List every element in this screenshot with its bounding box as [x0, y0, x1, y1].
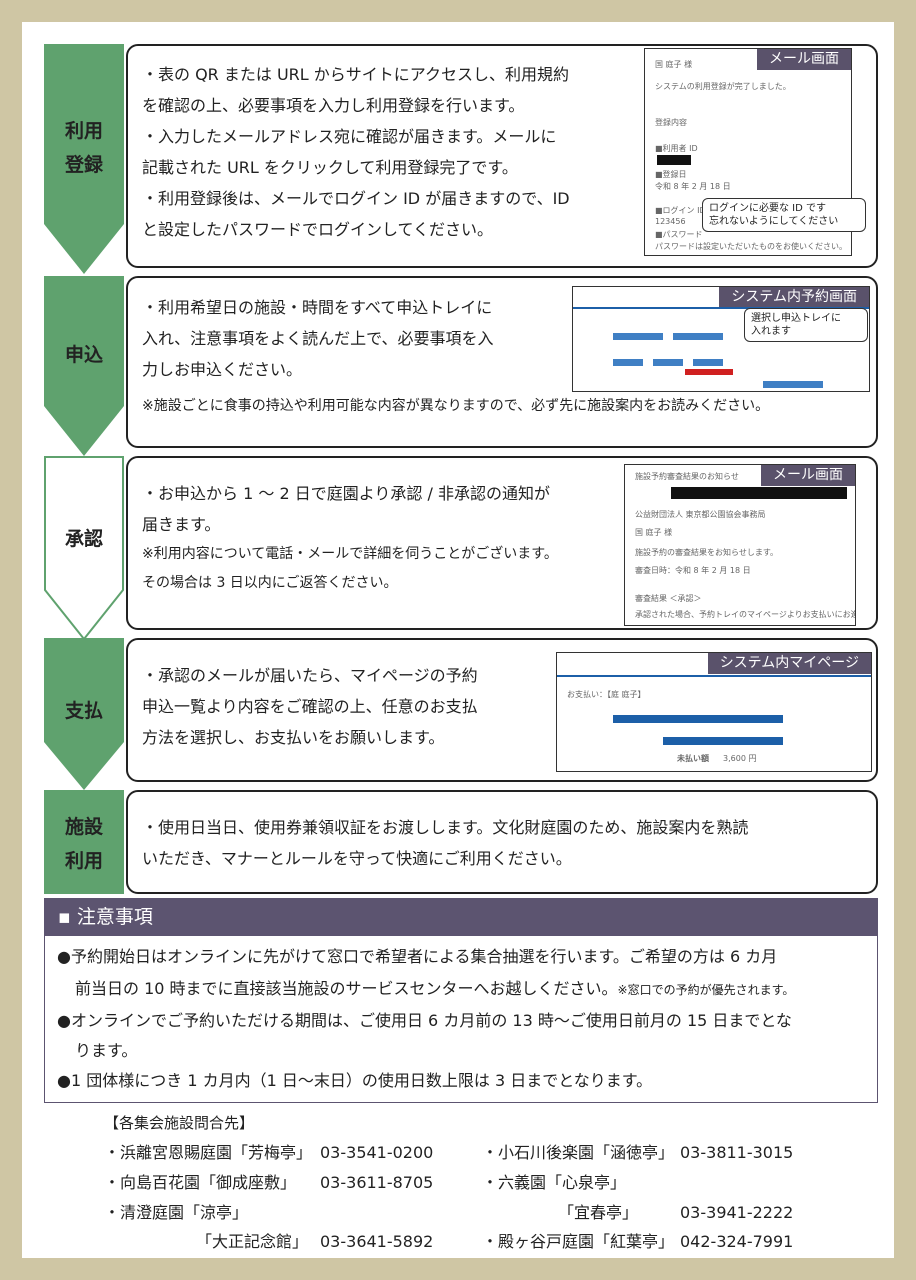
contact-phone: 03-3941-2222 [680, 1203, 794, 1222]
step-label: 利用登録 [64, 120, 103, 176]
callout-bubble: 選択し申込トレイに入れます [744, 308, 868, 342]
contact-phone: 03-3611-8705 [320, 1173, 434, 1192]
step-label: 支払 [64, 700, 103, 722]
mypage-screenshot: システム内マイページ お支払い：【庭 庭子】 未払い額 3,600 円 [556, 652, 872, 772]
callout-bubble: ログインに必要な ID です忘れないようにしてください [702, 198, 866, 232]
contact-phone: 042-324-7991 [680, 1232, 794, 1251]
step-text: ・使用日当日、使用券兼領収証をお渡しします。文化財庭園のため、施設案内を熟読いた… [142, 818, 749, 868]
contact-name: ・向島百花園「御成座敷」 [104, 1173, 297, 1192]
step-text: ・お申込から 1 ～ 2 日で庭園より承認 / 非承認の通知が届きます。 [142, 484, 550, 534]
step-text: ・利用希望日の施設・時間をすべて申込トレイに入れ、注意事項をよく読んだ上で、必要… [142, 298, 494, 379]
step-text: ・表の QR または URL からサイトにアクセスし、利用規約を確認の上、必要事… [142, 65, 570, 239]
screenshot-tag: メール画面 [761, 465, 855, 486]
step-label: 承認 [64, 528, 103, 550]
step-application: 申込 ・利用希望日の施設・時間をすべて申込トレイに入れ、注意事項をよく読んだ上で… [44, 276, 878, 456]
step-text: ・承認のメールが届いたら、マイページの予約申込一覧より内容をご確認の上、任意のお… [142, 666, 478, 747]
step-facility-use: 施設利用 ・使用日当日、使用券兼領収証をお渡しします。文化財庭園のため、施設案内… [44, 790, 878, 894]
contact-name: ・殿ヶ谷戸庭園「紅葉亭」 [482, 1232, 675, 1251]
notice-body: ●予約開始日はオンラインに先がけて窓口で希望者による集合抽選を行います。ご希望の… [44, 936, 878, 1103]
screenshot-tag: システム内マイページ [707, 653, 871, 674]
step-box: ・承認のメールが届いたら、マイページの予約申込一覧より内容をご確認の上、任意のお… [126, 638, 878, 782]
email-screenshot: メール画面 施設予約審査結果のお知らせ 公益財団法人 東京都公園協会事務局 国 … [624, 464, 856, 626]
contacts-title: 【各集会施設問合先】 [104, 1114, 255, 1132]
step-approval: 承認 ・お申込から 1 ～ 2 日で庭園より承認 / 非承認の通知が届きます。 … [44, 456, 878, 641]
screenshot-tag: メール画面 [757, 49, 851, 70]
contact-phone: 03-3541-0200 [320, 1143, 434, 1162]
step-label: 施設利用 [64, 816, 103, 872]
contact-name: 「大正記念館」 [196, 1232, 309, 1251]
notice-item: ●1 団体様につき 1 カ月内（1 日～末日）の使用日数上限は 3 日までとなり… [57, 1071, 653, 1090]
notice-item: ●オンラインでご予約いただける期間は、ご使用日 6 カ月前の 13 時～ご使用日… [57, 1011, 792, 1030]
step-payment: 支払 ・承認のメールが届いたら、マイページの予約申込一覧より内容をご確認の上、任… [44, 638, 878, 790]
step-label: 申込 [64, 344, 103, 366]
contact-name: 「宜春亭」 [558, 1203, 639, 1222]
step-arrow [44, 44, 124, 274]
step-block [44, 790, 124, 894]
step-box: ・表の QR または URL からサイトにアクセスし、利用規約を確認の上、必要事… [126, 44, 878, 268]
step-note: ※施設ごとに食事の持込や利用可能な内容が異なりますので、必ず先に施設案内をお読み… [142, 398, 770, 414]
contact-name: ・清澄庭園「涼亭」 [104, 1203, 249, 1222]
step-arrow-outline [44, 456, 124, 641]
notice-item: ●予約開始日はオンラインに先がけて窓口で希望者による集合抽選を行います。ご希望の… [57, 947, 778, 966]
contact-name: ・小石川後楽園「涵徳亭」 [482, 1143, 675, 1162]
notice-item-cont: ります。 [75, 1041, 138, 1060]
step-arrow [44, 638, 124, 790]
contact-name: ・六義園「心泉亭」 [482, 1173, 627, 1192]
contact-phone: 03-3811-3015 [680, 1143, 794, 1162]
step-box: ・お申込から 1 ～ 2 日で庭園より承認 / 非承認の通知が届きます。 ※利用… [126, 456, 878, 630]
step-box: ・使用日当日、使用券兼領収証をお渡しします。文化財庭園のため、施設案内を熟読いた… [126, 790, 878, 894]
step-box: ・利用希望日の施設・時間をすべて申込トレイに入れ、注意事項をよく読んだ上で、必要… [126, 276, 878, 448]
notice-item-cont: 前当日の 10 時までに直接該当施設のサービスセンターへお越しください。※窓口で… [75, 979, 795, 998]
step-arrow [44, 276, 124, 456]
notice-title: ▪ 注意事項 [44, 898, 878, 936]
step-note: ※利用内容について電話・メールで詳細を伺うことがございます。その場合は 3 日以… [142, 546, 558, 591]
contact-phone: 03-3641-5892 [320, 1232, 434, 1251]
screenshot-tag: システム内予約画面 [719, 287, 869, 308]
step-registration: 利用登録 ・表の QR または URL からサイトにアクセスし、利用規約を確認の… [44, 44, 878, 274]
contact-name: ・浜離宮恩賜庭園「芳梅亭」 [104, 1143, 313, 1162]
